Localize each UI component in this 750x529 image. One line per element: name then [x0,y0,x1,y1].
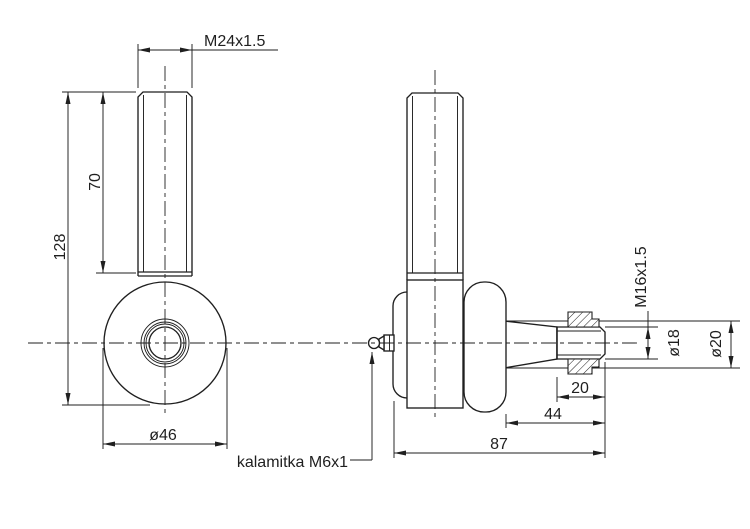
callout-grease-fitting: kalamitka M6x1 [237,352,375,471]
dim-128: 128 [52,92,150,406]
dim-44: 44 [505,406,605,428]
dim-label-m24: M24x1.5 [204,33,265,50]
dim-label-128: 128 [52,234,69,261]
tapered-stud [503,320,558,369]
dim-m16: M16x1.5 [633,246,650,327]
dim-dia18: ø18 [645,327,683,359]
dim-label-70: 70 [87,173,104,191]
dim-label-m16: M16x1.5 [633,246,650,307]
nut-section-bottom [567,358,600,375]
dim-dia20: ø20 [708,321,734,368]
centerlines [28,66,638,417]
dim-dia46: ø46 [102,348,228,449]
dim-label-20: 20 [571,380,589,397]
dim-20: 20 [556,362,606,458]
dim-label-dia46: ø46 [149,427,177,444]
dim-label-dia18: ø18 [666,329,683,357]
dim-label-87: 87 [490,436,508,453]
dimensions: M24x1.5 70 128 ø46 20 [52,33,734,471]
dim-label-44: 44 [544,406,562,423]
grease-fitting-label: kalamitka M6x1 [237,454,348,471]
nut-section-top [567,311,600,328]
ball-boot [463,281,507,413]
dim-70: 70 [62,91,136,274]
dim-87: 87 [393,401,605,458]
dim-label-dia20: ø20 [708,330,725,358]
dim-m24: M24x1.5 [137,33,278,88]
